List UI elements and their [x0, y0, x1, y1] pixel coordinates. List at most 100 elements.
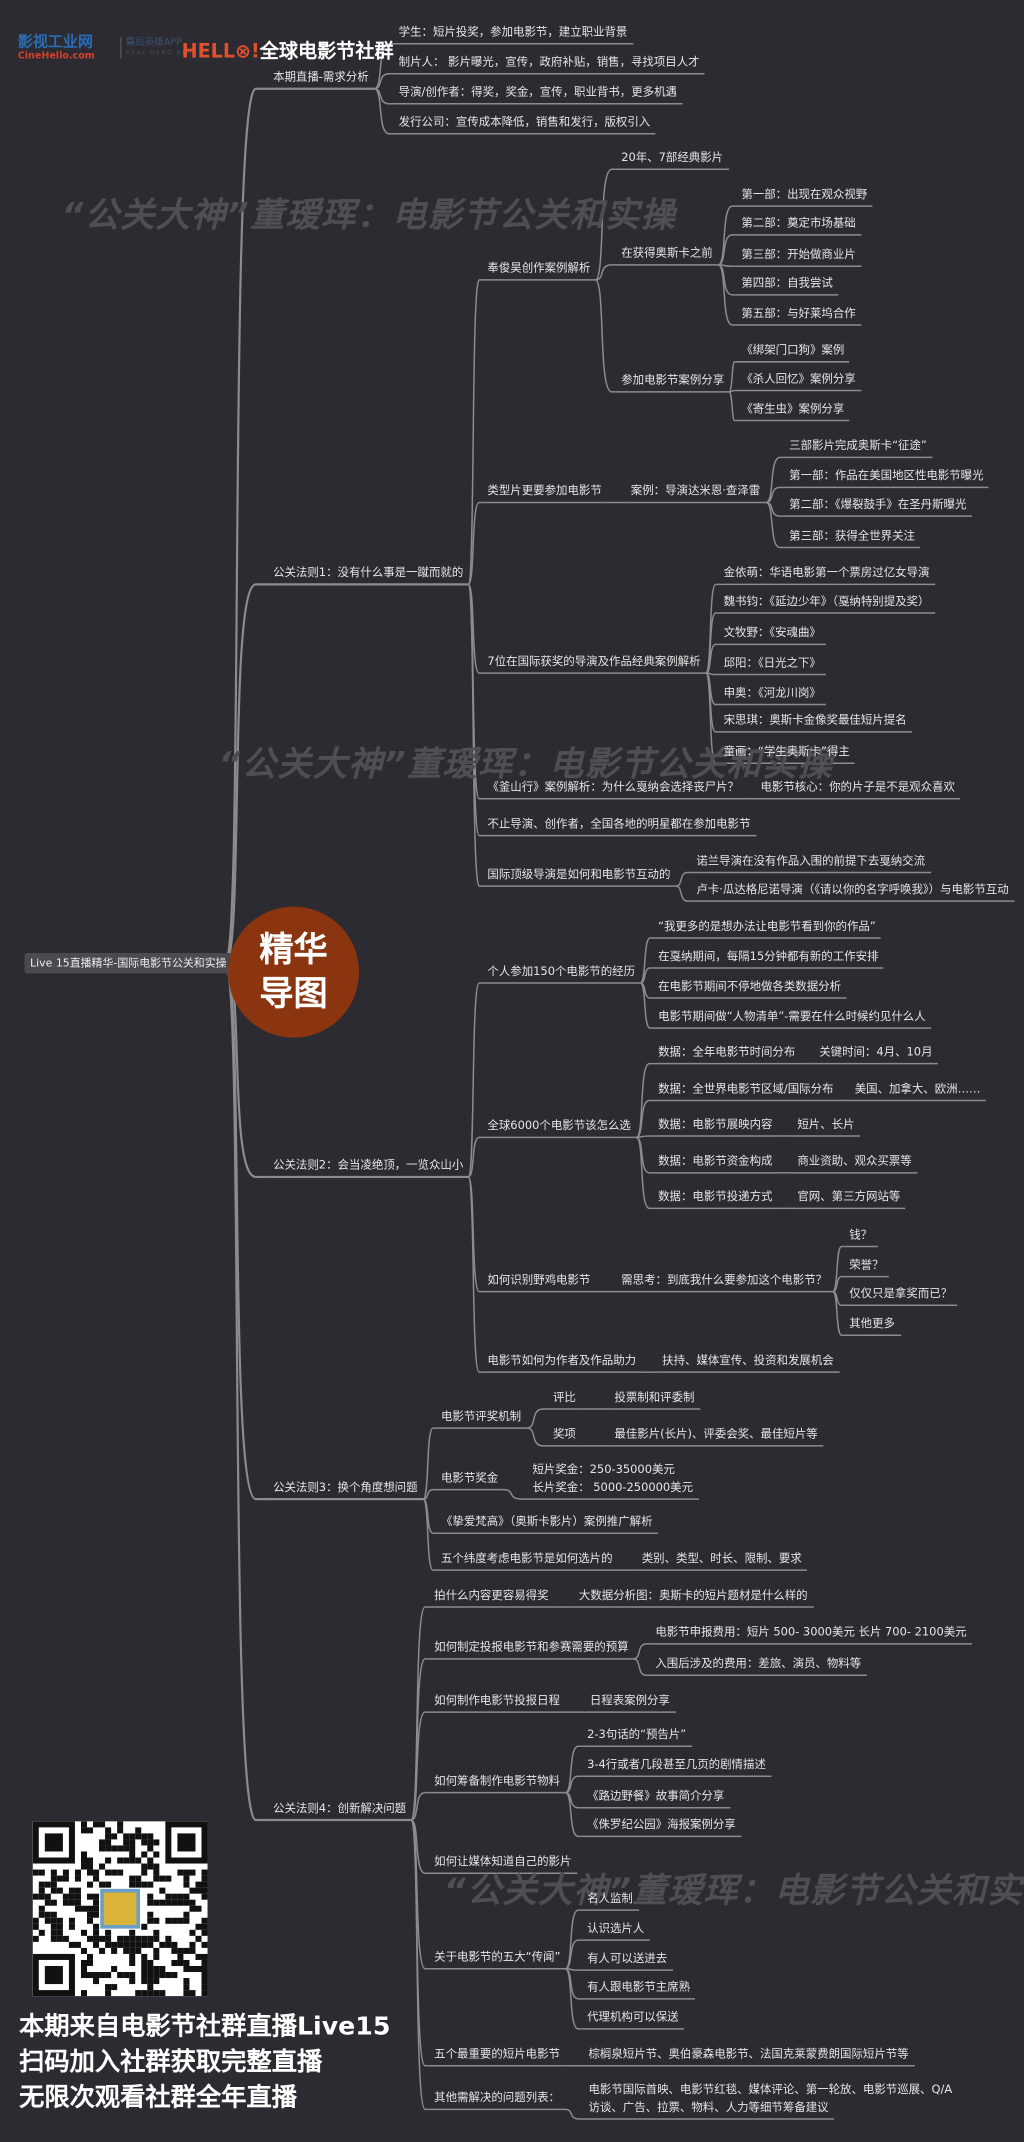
mind-map-node[interactable]: 钱？ — [849, 1227, 873, 1242]
mind-map-node[interactable]: 在戛纳期间，每隔15分钟都有新的工作安排 — [658, 948, 879, 963]
branch-node[interactable]: 本期直播-需求分析 — [273, 69, 369, 84]
mind-map-node[interactable]: 电影节如何为作者及作品助力 — [487, 1353, 637, 1367]
mind-map-node[interactable]: 宋思琪：奥斯卡金像奖最佳短片提名 — [723, 712, 907, 727]
mind-map-node[interactable]: 代理机构可以保送 — [587, 2009, 679, 2024]
mind-map-node[interactable]: 邱阳：《日光之下》 — [723, 655, 821, 670]
mind-map-node[interactable]: 文牧野：《安魂曲》 — [723, 625, 821, 639]
mind-map-node[interactable]: 金依萌：华语电影第一个票房过亿女导演 — [723, 565, 930, 579]
mind-map-node[interactable]: 2-3句话的“预告片” — [587, 1727, 687, 1741]
branch-node[interactable]: 公关法则1：没有什么事是一蹴而就的 — [273, 565, 464, 579]
mind-map-node[interactable]: 美国、加拿大、欧洲…… — [854, 1081, 981, 1095]
mind-map-node[interactable]: 五个纬度考虑电影节是如何选片的 — [441, 1551, 613, 1565]
mind-map-node[interactable]: 扶持、媒体宣传、投资和发展机会 — [662, 1353, 834, 1367]
mind-map-node[interactable]: 奖项 — [552, 1426, 576, 1441]
mind-map-node[interactable]: 参加电影节案例分享 — [621, 372, 725, 387]
mind-map-node[interactable]: 数据：电影节展映内容 — [658, 1116, 773, 1131]
mind-map-node[interactable]: 如何识别野鸡电影节 — [487, 1272, 591, 1287]
mind-map-node[interactable]: 关于电影节的五大“传闻” — [434, 1949, 561, 1964]
mind-map-node[interactable]: 五个最重要的短片电影节 — [434, 2046, 560, 2061]
mind-map-node[interactable]: 访谈、广告、拉票、物料、人力等细节筹备建议 — [588, 2099, 829, 2114]
mind-map-node[interactable]: 有人跟电影节主席熟 — [587, 1979, 691, 1994]
mind-map-node[interactable]: 日程表案例分享 — [589, 1693, 670, 1707]
mind-map-node[interactable]: 需思考：到底我什么要参加这个电影节？ — [621, 1272, 828, 1287]
mind-map-node[interactable]: 短片、长片 — [797, 1116, 855, 1131]
mind-map-node[interactable]: 第二部：《爆裂鼓手》在圣丹斯曝光 — [789, 496, 967, 511]
mind-map-node[interactable]: 数据：全世界电影节区域/国际分布 — [658, 1081, 834, 1095]
mind-map-node[interactable]: 在获得奥斯卡之前 — [621, 245, 713, 260]
mind-map-node[interactable]: 《绑架门口狗》案例 — [741, 342, 845, 357]
mind-map-node[interactable]: 类型片更要参加电影节 — [487, 483, 602, 497]
mind-map-node[interactable]: 发行公司：宣传成本降低，销售和发行，版权引入 — [398, 114, 651, 129]
mind-map-node[interactable]: 7位在国际获奖的导演及作品经典案例解析 — [487, 653, 701, 668]
mind-map-node[interactable]: 其他需解决的问题列表： — [434, 2090, 560, 2104]
mind-map-node[interactable]: 《釜山行》案例解析：为什么戛纳会选择丧尸片？ — [487, 779, 739, 794]
mind-map-node[interactable]: 电影节奖金 — [441, 1470, 499, 1485]
mind-map-node[interactable]: 在电影节期间不停地做各类数据分析 — [658, 978, 842, 993]
branch-node[interactable]: 公关法则4：创新解决问题 — [273, 1800, 407, 1815]
mind-map-node[interactable]: 长片奖金： 5000-250000美元 — [532, 1480, 694, 1494]
mind-map-node[interactable]: 案例：导演达米恩·查泽雷 — [630, 483, 761, 497]
mind-map-node[interactable]: 数据：电影节投递方式 — [658, 1189, 773, 1203]
mind-map-node[interactable]: 国际顶级导演是如何和电影节互动的 — [487, 866, 671, 881]
mind-map-node[interactable]: 《侏罗纪公园》海报案例分享 — [587, 1817, 736, 1831]
mind-map-node[interactable]: 大数据分析图：奥斯卡的短片题材是什么样的 — [578, 1587, 808, 1602]
mind-map-node[interactable]: 电影节核心：你的片子是不是观众喜欢 — [760, 779, 955, 794]
mind-map-node[interactable]: 童画：“学生奥斯卡”得主 — [723, 744, 850, 758]
mind-map-node[interactable]: 商业资助、观众买票等 — [797, 1153, 912, 1168]
mind-map-node[interactable]: 第二部：奠定市场基础 — [741, 215, 856, 230]
mind-map-node[interactable]: 关键时间：4月、10月 — [819, 1044, 933, 1059]
mind-map-node[interactable]: 棕榈泉短片节、奥伯豪森电影节、法国克莱蒙费朗国际短片节等 — [588, 2046, 909, 2061]
mind-map-node[interactable]: 如何制作电影节投报日程 — [434, 1693, 560, 1707]
mind-map-node[interactable]: 诺兰导演在没有作品入围的前提下去戛纳交流 — [696, 853, 926, 867]
mind-map-node[interactable]: 《路边野餐》故事简介分享 — [587, 1788, 725, 1803]
mind-map-node[interactable]: 如何筹备制作电影节物料 — [434, 1773, 560, 1788]
qr-code[interactable] — [32, 1821, 208, 1997]
mind-map-node[interactable]: 第四部：自我尝试 — [741, 275, 833, 290]
mind-map-node[interactable]: 奉俊昊创作案例解析 — [487, 260, 591, 275]
mind-map-node[interactable]: 第五部：与好莱坞合作 — [741, 305, 856, 320]
mind-map-node[interactable]: 导演/创作者：得奖，奖金，宣传，职业背书，更多机遇 — [398, 84, 677, 99]
mind-map-node[interactable]: 《寄生虫》案例分享 — [741, 401, 845, 416]
mind-map-node[interactable]: 个人参加150个电影节的经历 — [487, 963, 636, 978]
root-node[interactable]: Live 15直播精华-国际电影节公关和实操 — [24, 953, 233, 974]
branch-node[interactable]: 公关法则2：会当凌绝顶，一览众山小 — [273, 1157, 464, 1172]
mind-map-node[interactable]: 电影节评奖机制 — [441, 1409, 522, 1423]
mind-map-node[interactable]: 不止导演、创作者，全国各地的明星都在参加电影节 — [487, 816, 751, 831]
mind-map-node[interactable]: 有人可以送进去 — [587, 1951, 668, 1965]
mind-map-node[interactable]: 入围后涉及的费用：差旅、演员、物料等 — [655, 1656, 862, 1670]
mind-map-node[interactable]: 《杀人回忆》案例分享 — [741, 371, 856, 386]
mind-map-node[interactable]: 拍什么内容更容易得奖 — [434, 1587, 549, 1602]
mind-map-node[interactable]: 类别、类型、时长、限制、要求 — [641, 1551, 802, 1565]
mind-map-node[interactable]: 仅仅只是拿奖而已？ — [849, 1286, 953, 1300]
mind-map-node[interactable]: 如何制定投报电影节和参赛需要的预算 — [434, 1639, 629, 1654]
mind-map-node[interactable]: 20年、7部经典影片 — [621, 150, 724, 164]
mind-map-node[interactable]: 卢卡·瓜达格尼诺导演（《请以你的名字呼唤我》）与电影节互动 — [696, 882, 1009, 896]
mind-map-node[interactable]: 名人监制 — [587, 1890, 633, 1905]
mind-map-node[interactable]: 数据：电影节资金构成 — [658, 1153, 773, 1168]
mind-map-node[interactable]: 申奥：《河龙川岗》 — [723, 685, 821, 700]
mind-map-node[interactable]: 官网、第三方网站等 — [797, 1189, 901, 1203]
mind-map-node[interactable]: 数据：全年电影节时间分布 — [658, 1044, 796, 1059]
mind-map-node[interactable]: 学生：短片投奖，参加电影节，建立职业背景 — [398, 24, 628, 39]
mind-map-node[interactable]: 魏书钧：《延边少年》（戛纳特别提及奖） — [723, 593, 930, 608]
mind-map-node[interactable]: 制片人： 影片曝光，宣传，政府补贴，销售，寻找项目人才 — [398, 54, 700, 69]
mind-map-node[interactable]: 三部影片完成奥斯卡“征途” — [789, 438, 927, 452]
mind-map-node[interactable]: 全球6000个电影节该怎么选 — [487, 1118, 631, 1132]
mind-map-node[interactable]: 如何让媒体知道自己的影片 — [434, 1854, 572, 1868]
mind-map-node[interactable]: 投票制和评委制 — [614, 1389, 695, 1404]
mind-map-node[interactable]: 电影节申报费用：短片 500- 3000美元 长片 700- 2100美元 — [655, 1624, 967, 1639]
mind-map-node[interactable]: 3-4行或者几段甚至几页的剧情描述 — [587, 1757, 766, 1771]
mind-map-node[interactable]: 评比 — [552, 1389, 576, 1404]
mind-map-node[interactable]: 第三部：开始做商业片 — [741, 247, 856, 261]
mind-map-node[interactable]: 第三部：获得全世界关注 — [789, 528, 915, 543]
mind-map-node[interactable]: 荣誉？ — [849, 1257, 884, 1272]
branch-node[interactable]: 公关法则3：换个角度想问题 — [273, 1480, 418, 1494]
mind-map-node[interactable]: 电影节国际首映、电影节红毯、媒体评论、第一轮放、电影节巡展、Q/A — [588, 2082, 953, 2096]
mind-map-node[interactable]: 第一部：出现在观众视野 — [741, 187, 868, 201]
mind-map-node[interactable]: 短片奖金：250-35000美元 — [532, 1462, 675, 1476]
mind-map-node[interactable]: 认识选片人 — [587, 1921, 645, 1935]
mind-map-node[interactable]: 第一部：作品在美国地区性电影节曝光 — [789, 468, 984, 482]
mind-map-node[interactable]: 电影节期间做“人物清单”-需要在什么时候约见什么人 — [658, 1008, 926, 1023]
mind-map-node[interactable]: 《挚爱梵高》（奥斯卡影片）案例推广解析 — [441, 1514, 653, 1528]
mind-map-node[interactable]: “我更多的是想办法让电影节看到你的作品” — [658, 918, 876, 933]
